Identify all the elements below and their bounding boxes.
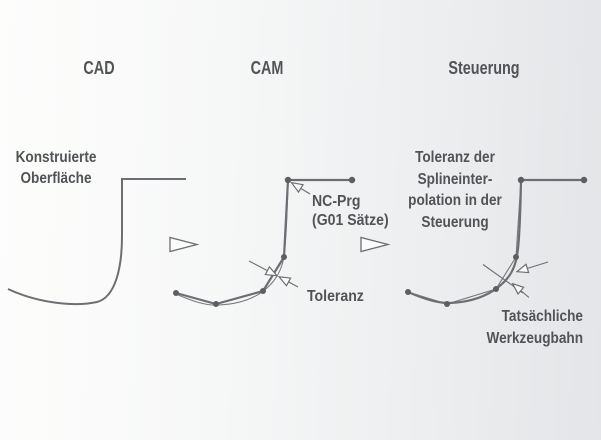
label-spline-tolerance: Toleranz der Splineinter- polation in de…: [379, 147, 532, 233]
steuerung-node-dot: [517, 176, 525, 184]
header-cad: CAD: [83, 58, 115, 78]
steuerung-spline-curve: [407, 178, 584, 305]
cad-surface-curve: [7, 178, 186, 306]
cam-node-dot: [260, 288, 266, 294]
cam-node-dot: [284, 176, 292, 184]
steuerung-node-dot: [493, 286, 499, 292]
steuerung-node-dot: [513, 254, 519, 260]
label-line: polation in der: [408, 192, 502, 209]
cam-tolerance-arrow-upper-icon: [248, 260, 277, 276]
flow-arrow-cam-steuerung-icon: [360, 236, 391, 253]
nc-program-arrow-icon: [292, 183, 311, 195]
cam-node-dot: [173, 290, 179, 296]
label-constructed-surface: Konstruierte Oberfläche: [8, 147, 103, 189]
cam-node-dot: [281, 254, 287, 260]
label-line: (G01 Sätze): [312, 212, 389, 229]
label-nc-program: NC-Prg (G01 Sätze): [312, 192, 389, 230]
steuerung-node-dot: [580, 176, 588, 184]
label-line: NC-Prg: [312, 193, 361, 210]
label-line: Toleranz der: [415, 149, 495, 166]
label-line: Oberfläche: [20, 170, 92, 187]
flow-arrow-cad-cam-icon: [169, 236, 200, 253]
steuerung-node-dots: [405, 176, 588, 307]
steuerung-tolerance-arrow-upper-icon: [518, 261, 549, 272]
label-tolerance: Toleranz: [307, 288, 364, 305]
steuerung-tolerance-arrow-lower-icon: [513, 284, 530, 298]
cam-tolerance-arrow-lower-icon: [280, 277, 299, 288]
label-line: Konstruierte: [15, 149, 97, 166]
header-steuerung: Steuerung: [448, 58, 520, 78]
cam-node-dot: [348, 176, 356, 184]
label-line: Tatsächliche: [501, 308, 583, 325]
steuerung-node-dot: [444, 301, 450, 307]
cam-node-dots: [173, 176, 356, 307]
steuerung-tolerance-crossline: [482, 264, 524, 294]
label-actual-toolpath: Tatsächliche Werkzeugbahn: [456, 306, 583, 350]
label-line: Splineinter-: [417, 170, 493, 188]
label-line: Steuerung: [421, 213, 489, 231]
cam-node-dot: [213, 301, 219, 307]
steuerung-node-dot: [405, 289, 411, 295]
label-line: Werkzeugbahn: [486, 330, 583, 347]
header-cam: CAM: [250, 58, 284, 78]
